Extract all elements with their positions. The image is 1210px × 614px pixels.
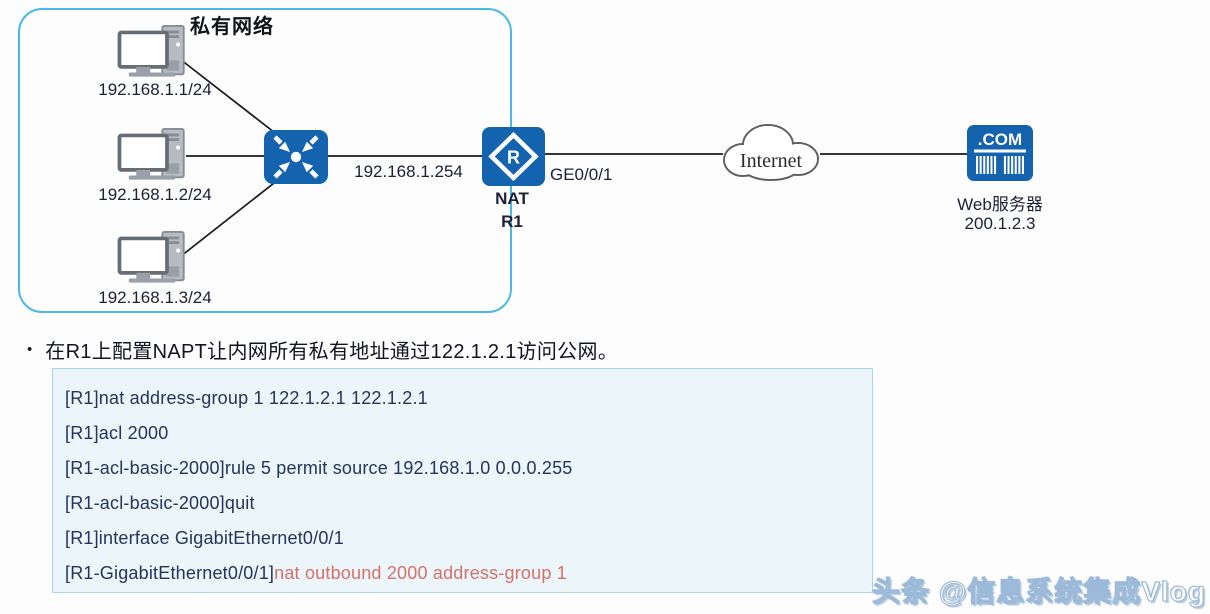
server-ip-label: 200.1.2.3	[964, 214, 1036, 233]
bullet-icon: •	[27, 341, 33, 358]
server-name-label: Web服务器	[957, 195, 1043, 214]
cli-line: [R1]acl 2000	[65, 423, 169, 443]
cli-line: [R1]nat address-group 1 122.1.2.1 122.1.…	[65, 388, 428, 408]
cli-highlighted-command: nat outbound 2000 address-group 1	[274, 563, 567, 583]
cli-line: [R1-acl-basic-2000]rule 5 permit source …	[65, 458, 573, 478]
instruction-text: 在R1上配置NAPT让内网所有私有地址通过122.1.2.1访问公网。	[45, 341, 619, 363]
lan-gateway-ip-label: 192.168.1.254	[354, 162, 463, 181]
router-role-label: NAT	[495, 189, 529, 208]
pc3-ip-label: 192.168.1.3/24	[98, 288, 212, 307]
pc1-ip-label: 192.168.1.1/24	[98, 80, 212, 99]
cli-line: [R1-acl-basic-2000]quit	[65, 493, 255, 513]
router-interface-label: GE0/0/1	[550, 165, 613, 184]
server-icon-text: .COM	[978, 130, 1022, 149]
lan-switch-icon	[264, 130, 328, 184]
pc1-icon	[115, 25, 191, 79]
internet-label: Internet	[739, 150, 803, 172]
web-server-icon: .COM	[967, 125, 1033, 181]
watermark-text: 头条 @信息系统集成Vlog	[872, 575, 1206, 607]
private-network-label: 私有网络	[190, 16, 274, 38]
pc2-icon	[115, 128, 191, 182]
router-name-label: R1	[501, 212, 523, 231]
pc3-icon	[115, 230, 191, 285]
internet-cloud-icon: Internet	[718, 114, 824, 186]
router-icon-letter: R	[507, 148, 520, 168]
pc2-ip-label: 192.168.1.2/24	[98, 185, 212, 204]
cli-line: [R1]interface GigabitEthernet0/0/1	[65, 528, 344, 548]
router-icon: R	[482, 127, 545, 186]
cli-line-highlighted: [R1-GigabitEthernet0/0/1]nat outbound 20…	[65, 556, 862, 591]
cli-prompt-prefix: [R1-GigabitEthernet0/0/1]	[65, 563, 275, 583]
instruction-line: • 在R1上配置NAPT让内网所有私有地址通过122.1.2.1访问公网。	[27, 335, 618, 364]
cli-code-block: [R1]nat address-group 1 122.1.2.1 122.1.…	[52, 368, 873, 593]
